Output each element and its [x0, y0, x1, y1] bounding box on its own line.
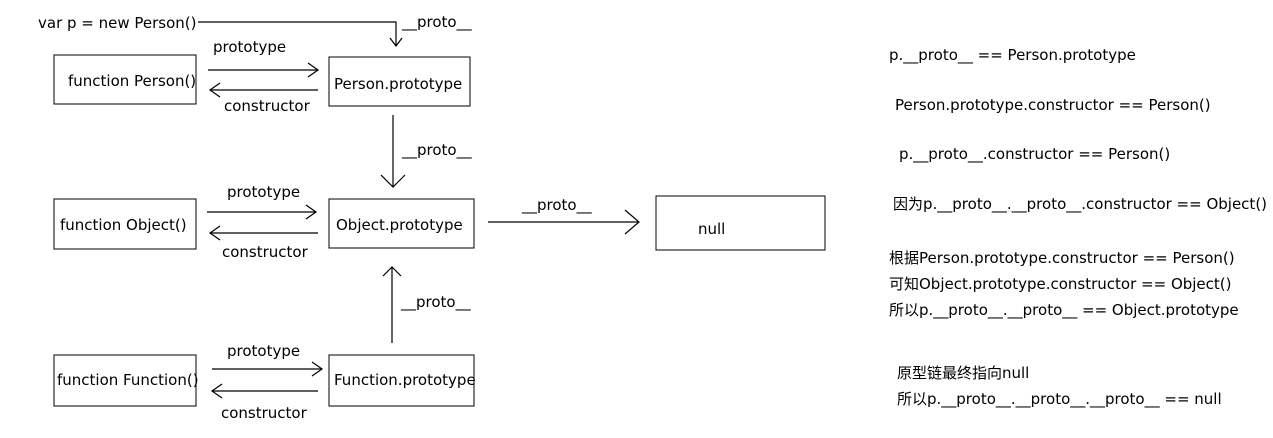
function-to-object-proto-arrowhead [382, 266, 402, 277]
person-to-object-proto-arrowhead [380, 174, 406, 188]
person-prototype-box [328, 56, 471, 107]
instance-proto-arrowhead [389, 37, 403, 47]
function-function-box [53, 354, 197, 407]
object-prototype-label: Object.prototype [336, 216, 463, 234]
function-prototype-edge-label: prototype [227, 342, 300, 360]
object-to-null-proto-arrowhead [624, 209, 640, 235]
object-prototype-arrowhead [305, 204, 318, 220]
person-constructor-edge-label: constructor [224, 97, 311, 115]
function-prototype-arrowhead [311, 361, 324, 377]
object-to-null-proto-label: __proto__ [521, 196, 592, 215]
function-function-label: function Function() [57, 371, 199, 389]
null-label: null [698, 220, 725, 238]
function-prototype-label: Function.prototype [334, 371, 476, 389]
person-prototype-edge-label: prototype [213, 38, 286, 56]
note-p-proto-constructor: p.__proto__.constructor == Person() [899, 145, 1171, 163]
function-object-box [53, 198, 197, 250]
object-constructor-edge-label: constructor [222, 243, 309, 261]
instance-proto-label: __proto__ [401, 13, 472, 32]
object-prototype-box [328, 198, 475, 249]
person-to-object-proto-label: __proto__ [401, 141, 472, 160]
null-box [655, 195, 826, 251]
function-person-label: function Person() [68, 72, 196, 90]
instance-proto-connector [198, 21, 397, 45]
new-instance-label: var p = new Person() [38, 14, 197, 32]
function-to-object-proto-label: __proto__ [400, 293, 471, 312]
note-because-object-constructor: 因为p.__proto__.__proto__.constructor == O… [893, 195, 1268, 213]
function-constructor-edge-label: constructor [221, 404, 308, 422]
function-prototype-box [328, 354, 475, 407]
function-object-label: function Object() [60, 216, 187, 234]
person-prototype-arrowhead [307, 62, 320, 78]
function-person-box [53, 54, 197, 105]
note-according-to-person-constructor: 根据Person.prototype.constructor == Person… [889, 249, 1235, 267]
note-so-proto-proto-object-prototype: 所以p.__proto__.__proto__ == Object.protot… [889, 301, 1239, 319]
person-constructor-arrowhead [208, 82, 221, 98]
note-therefore-object-constructor: 可知Object.prototype.constructor == Object… [889, 275, 1232, 293]
note-person-prototype-constructor: Person.prototype.constructor == Person() [895, 96, 1211, 114]
note-proto-equals-person-prototype: p.__proto__ == Person.prototype [889, 46, 1136, 64]
function-constructor-arrowhead [210, 383, 223, 399]
note-so-proto-chain-null: 所以p.__proto__.__proto__.__proto__ == nul… [897, 390, 1222, 408]
object-prototype-edge-label: prototype [227, 183, 300, 201]
note-chain-ends-at-null: 原型链最终指向null [897, 364, 1030, 382]
object-constructor-arrowhead [208, 225, 221, 241]
person-prototype-label: Person.prototype [334, 75, 462, 93]
